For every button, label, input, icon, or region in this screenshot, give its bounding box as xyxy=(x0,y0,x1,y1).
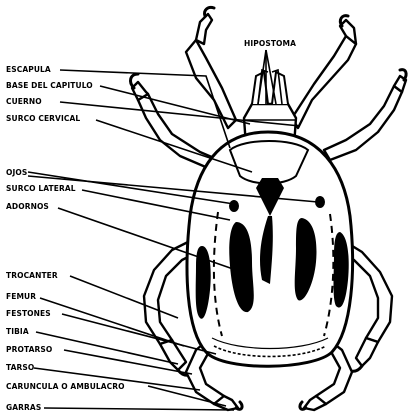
label-protarso: PROTARSO xyxy=(6,345,52,354)
label-carunculo: CARUNCULA O AMBULACRO xyxy=(6,382,125,391)
label-trocanter: TROCANTER xyxy=(6,271,58,280)
label-ojos: OJOS xyxy=(6,168,27,177)
label-escapula: ESCAPULA xyxy=(6,65,51,74)
label-tibia: TIBIA xyxy=(6,327,29,336)
label-garras: GARRAS xyxy=(6,403,41,412)
leg-front-right xyxy=(292,16,356,128)
left-eye xyxy=(229,200,239,212)
label-adornos: ADORNOS xyxy=(6,202,49,211)
label-festones: FESTONES xyxy=(6,309,51,318)
label-surco-lateral: SURCO LATERAL xyxy=(6,184,76,193)
leg-2-right xyxy=(324,70,406,160)
leg-2-left xyxy=(131,74,214,168)
label-tarso: TARSO xyxy=(6,363,34,372)
label-surco-cervical: SURCO CERVICAL xyxy=(6,114,80,123)
label-femur: FEMUR xyxy=(6,292,36,301)
label-base-capitulo: BASE DEL CAPITULO xyxy=(6,81,93,90)
label-hipostoma: HIPOSTOMA xyxy=(244,39,296,48)
body xyxy=(187,132,353,366)
label-cuerno: CUERNO xyxy=(6,97,42,106)
